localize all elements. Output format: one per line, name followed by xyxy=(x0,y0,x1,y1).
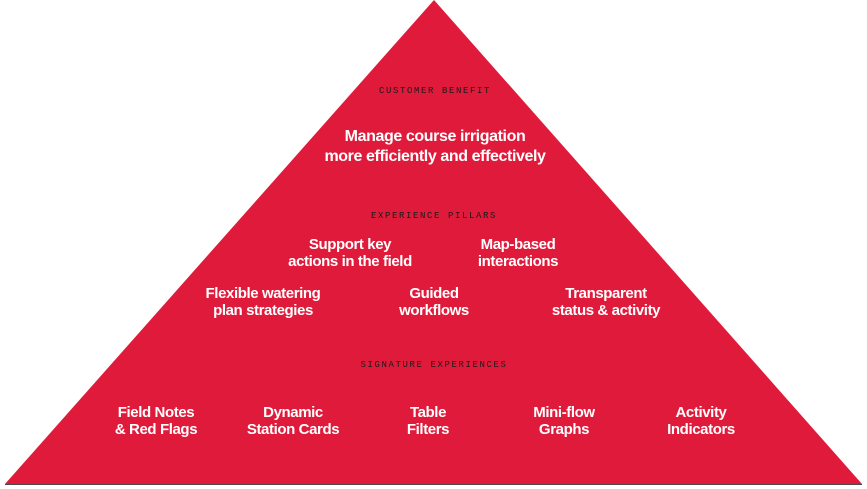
signature-dynamic-station-cards: Dynamic Station Cards xyxy=(246,404,340,438)
signature-mini-flow-graphs: Mini-flow Graphs xyxy=(533,404,595,438)
experience-pillars-label: EXPERIENCE PILLARS xyxy=(370,211,498,221)
pillar-guided-workflows: Guided workflows xyxy=(399,285,469,319)
pillar-line1: Support key xyxy=(308,236,392,253)
signature-line2: & Red Flags xyxy=(114,421,198,438)
signature-line1: Activity xyxy=(675,404,727,421)
pillar-line2: actions in the field xyxy=(288,253,412,270)
pillar-line1: Guided xyxy=(409,285,459,302)
pillar-line2: plan strategies xyxy=(213,302,313,319)
signature-line2: Graphs xyxy=(538,421,590,438)
pillar-line2: status & activity xyxy=(551,302,661,319)
pillar-transparent-status: Transparent status & activity xyxy=(551,285,661,319)
signature-line1: Mini-flow xyxy=(533,404,595,421)
pillar-map-based-interactions: Map-based interactions xyxy=(477,236,559,270)
pillar-flexible-watering: Flexible watering plan strategies xyxy=(206,285,321,319)
pillar-line1: Flexible watering xyxy=(205,285,321,302)
signature-line1: Table xyxy=(409,404,447,421)
customer-benefit-line1: Manage course irrigation xyxy=(344,128,526,145)
pillar-line1: Map-based xyxy=(480,236,556,253)
signature-line2: Indicators xyxy=(667,421,735,438)
signature-line2: Filters xyxy=(406,421,450,438)
signature-experiences-label: SIGNATURE EXPERIENCES xyxy=(360,360,508,370)
signature-activity-indicators: Activity Indicators xyxy=(667,404,735,438)
customer-benefit-text: Manage course irrigation more efficientl… xyxy=(324,127,545,167)
customer-benefit-label: CUSTOMER BENEFIT xyxy=(378,86,492,96)
signature-line1: Dynamic xyxy=(263,404,323,421)
signature-line1: Field Notes xyxy=(117,404,195,421)
pillar-line2: interactions xyxy=(477,253,559,270)
customer-benefit-line2: more efficiently and effectively xyxy=(324,148,546,165)
signature-field-notes: Field Notes & Red Flags xyxy=(114,404,198,438)
pillar-line1: Transparent xyxy=(565,285,647,302)
pillar-support-key-actions: Support key actions in the field xyxy=(288,236,412,270)
signature-table-filters: Table Filters xyxy=(406,404,450,438)
pillar-line2: workflows xyxy=(399,302,469,319)
signature-line2: Station Cards xyxy=(246,421,340,438)
